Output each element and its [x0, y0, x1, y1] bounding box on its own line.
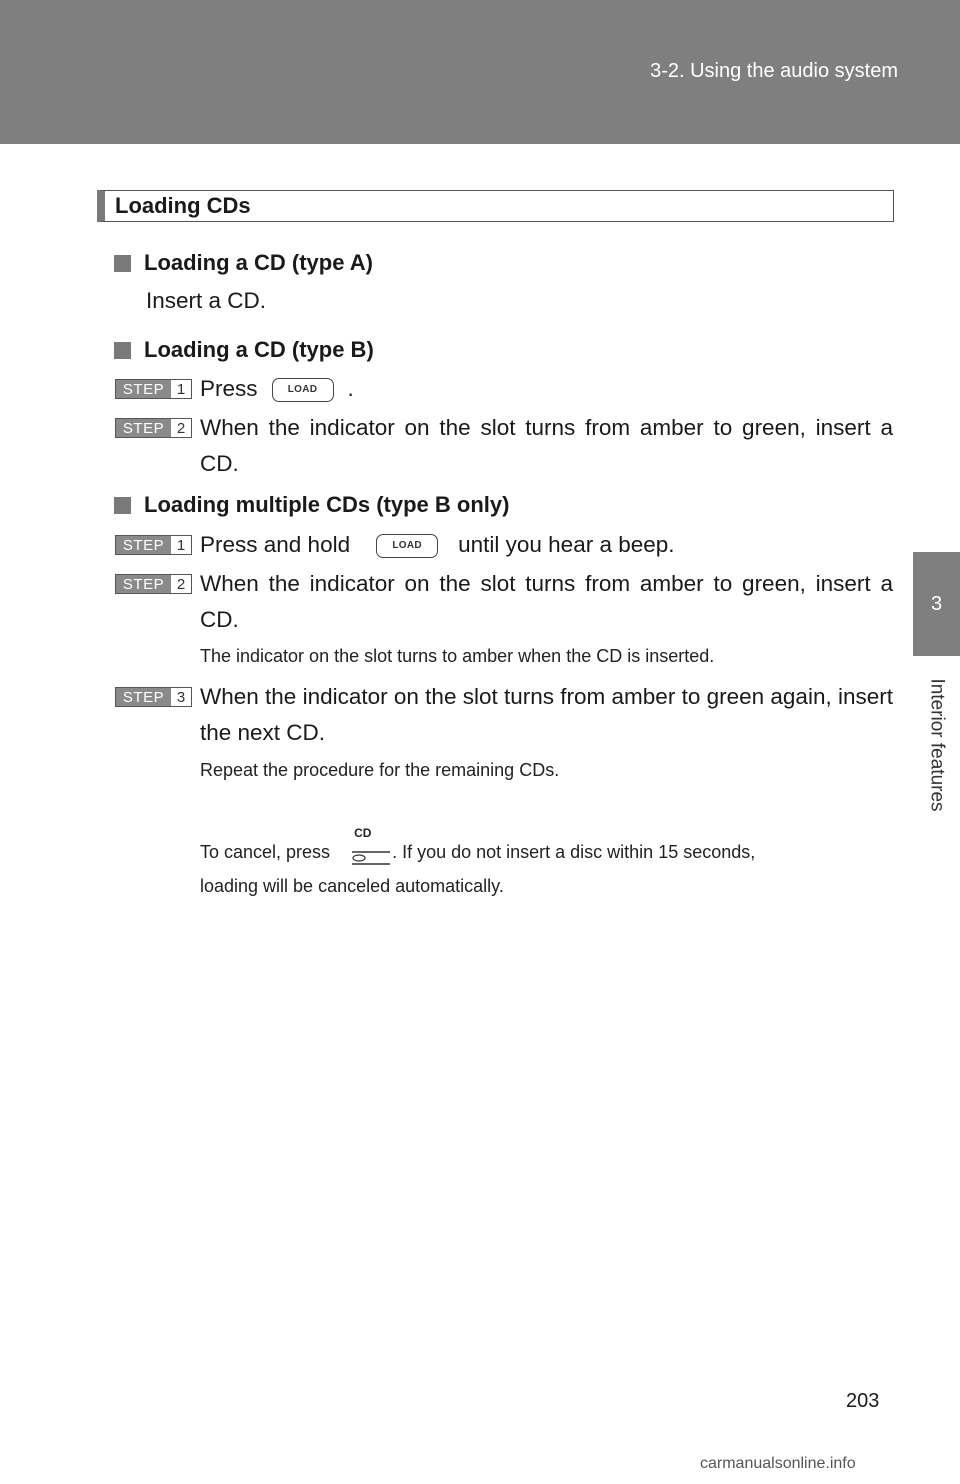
step-number: 1	[171, 380, 191, 398]
subsection-multiple-heading: Loading multiple CDs (type B only)	[114, 492, 509, 518]
step-label: STEP	[116, 419, 171, 437]
cd-button-label: CD	[354, 826, 372, 840]
page-number: 203	[846, 1390, 880, 1412]
subsection-title: Loading multiple CDs (type B only)	[144, 492, 510, 517]
load-button-icon: LOAD	[376, 534, 439, 559]
step-text-post: .	[347, 376, 354, 401]
step-badge: STEP 2	[115, 418, 192, 438]
step-number: 1	[171, 536, 191, 554]
step-label: STEP	[116, 536, 171, 554]
chapter-label: Interior features	[927, 678, 949, 812]
step-label: STEP	[116, 380, 171, 398]
type-b-step2: When the indicator on the slot turns fro…	[200, 415, 893, 476]
step-number: 3	[171, 688, 191, 706]
bullet-square-icon	[114, 496, 131, 514]
step-badge: STEP 2	[115, 574, 192, 594]
load-button-icon: LOAD	[271, 378, 334, 403]
watermark: carmanualsonline.info	[700, 1455, 856, 1472]
step-number: 2	[171, 419, 191, 437]
section-title: Loading CDs	[115, 193, 251, 218]
step-text-pre: Press	[200, 376, 258, 401]
multiple-step3-note: Repeat the procedure for the remaining C…	[200, 760, 560, 780]
step-label: STEP	[116, 575, 171, 593]
header-band: 3-2. Using the audio system	[0, 0, 960, 144]
bullet-square-icon	[114, 341, 131, 359]
subsection-type-b-heading: Loading a CD (type B)	[114, 337, 374, 363]
multiple-step3: When the indicator on the slot turns fro…	[200, 684, 893, 745]
cancel-note-line2: loading will be canceled automatically.	[200, 876, 504, 896]
header-title: 3-2. Using the audio system	[650, 60, 898, 82]
subsection-type-a-heading: Loading a CD (type A)	[114, 250, 373, 276]
subsection-title: Loading a CD (type B)	[144, 337, 374, 362]
chapter-number: 3	[930, 592, 943, 615]
step-badge: STEP 1	[115, 535, 192, 555]
bullet-square-icon	[114, 254, 131, 272]
multiple-step2-note: The indicator on the slot turns to amber…	[200, 646, 715, 666]
cd-button-icon: CD	[348, 826, 392, 870]
step-badge: STEP 1	[115, 379, 192, 399]
step-text-pre: Press and hold	[200, 532, 351, 557]
cancel-text-pre: To cancel, press	[200, 842, 331, 862]
step-label: STEP	[116, 688, 171, 706]
chapter-tab: 3	[913, 552, 960, 656]
multiple-step2: When the indicator on the slot turns fro…	[200, 571, 893, 632]
section-heading: Loading CDs	[97, 190, 894, 222]
subsection-title: Loading a CD (type A)	[144, 250, 373, 275]
multiple-step1: Press and hold LOAD until you hear a beep.	[200, 527, 893, 563]
cancel-text-post: . If you do not insert a disc within 15 …	[392, 842, 756, 862]
chapter-label-wrap: Interior features	[920, 660, 954, 830]
step-text-post: until you hear a beep.	[458, 532, 675, 557]
type-b-step1: Press LOAD.	[200, 371, 893, 407]
step-badge: STEP 3	[115, 687, 192, 707]
type-a-text: Insert a CD.	[146, 288, 267, 313]
cancel-note: To cancel, press CD . If you do not insert…	[200, 826, 756, 870]
step-number: 2	[171, 575, 191, 593]
